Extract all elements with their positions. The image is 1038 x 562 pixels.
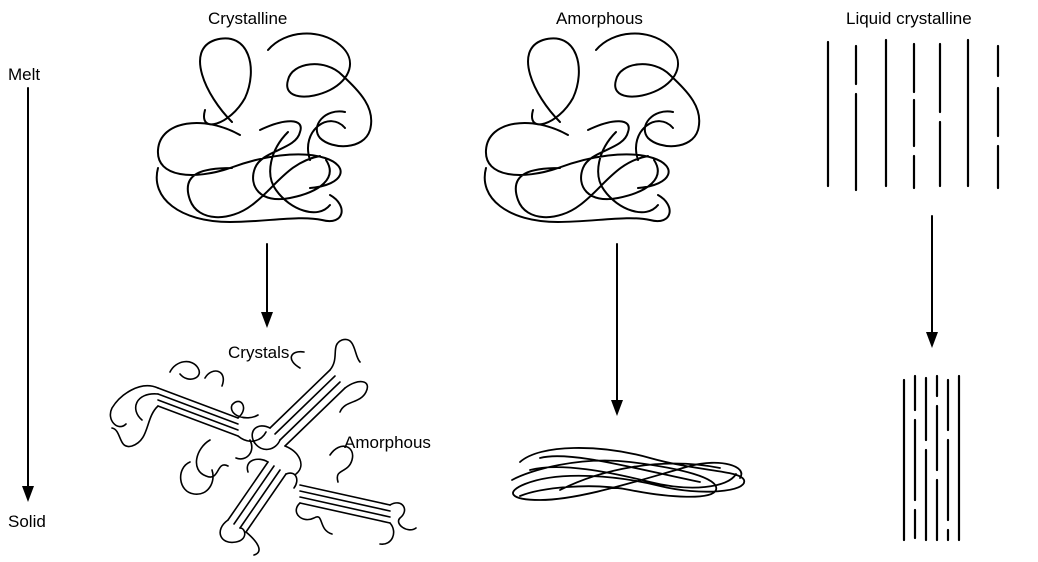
column-title-liquid-crystalline: Liquid crystalline [846, 10, 972, 27]
melt-to-solid-axis [22, 88, 34, 502]
axis-label-solid: Solid [8, 513, 46, 530]
column-title-crystalline: Crystalline [208, 10, 287, 27]
arrow-crystalline [261, 244, 273, 328]
annotation-crystals: Crystals [228, 344, 289, 361]
axis-arrowhead [22, 486, 34, 502]
amorphous-glassy-solid [512, 448, 744, 500]
annotation-amorphous-region: Amorphous [344, 434, 431, 451]
amorphous-melt-coil [485, 34, 700, 222]
arrow-amorphous [611, 244, 623, 416]
liquid-crystalline-solid [904, 376, 959, 540]
axis-label-melt: Melt [8, 66, 40, 83]
column-title-amorphous: Amorphous [556, 10, 643, 27]
liquid-crystalline-melt [828, 40, 998, 190]
arrow-liquid-crystalline [926, 216, 938, 348]
crystalline-melt-coil [157, 34, 372, 222]
